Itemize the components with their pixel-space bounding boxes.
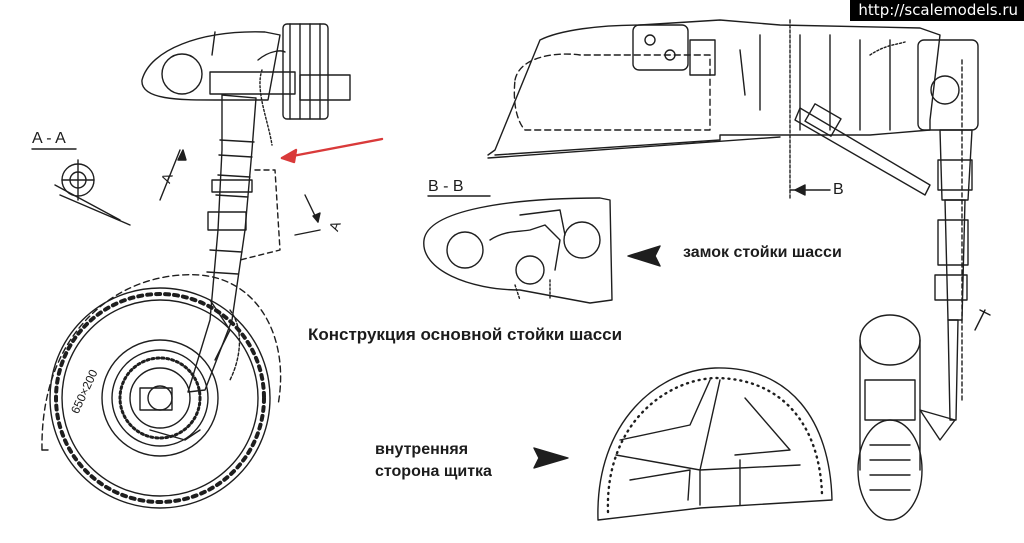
section-a-arrows xyxy=(159,149,321,236)
side-view-gear xyxy=(41,23,351,509)
wing-bay-view xyxy=(487,19,941,201)
front-view-gear xyxy=(857,39,991,521)
inner-side-label-line1: внутренняя xyxy=(375,441,469,458)
section-bb-view xyxy=(423,195,613,304)
diagram-title: Конструкция основной стойки шасси xyxy=(308,325,623,344)
section-bb-label: B - B xyxy=(428,178,464,195)
inner-side-label-line2: сторона щитка xyxy=(375,463,492,480)
gear-lock-label: замок стойки шасси xyxy=(683,244,842,261)
pointer-arrows xyxy=(533,245,661,469)
section-aa-label: A - A xyxy=(32,130,66,147)
source-watermark[interactable]: http://scalemodels.ru xyxy=(850,0,1024,21)
section-b-marker: B xyxy=(833,181,844,198)
section-aa-detail xyxy=(31,148,131,226)
highlight-arrow xyxy=(280,137,384,164)
inner-door-panel xyxy=(597,367,833,521)
